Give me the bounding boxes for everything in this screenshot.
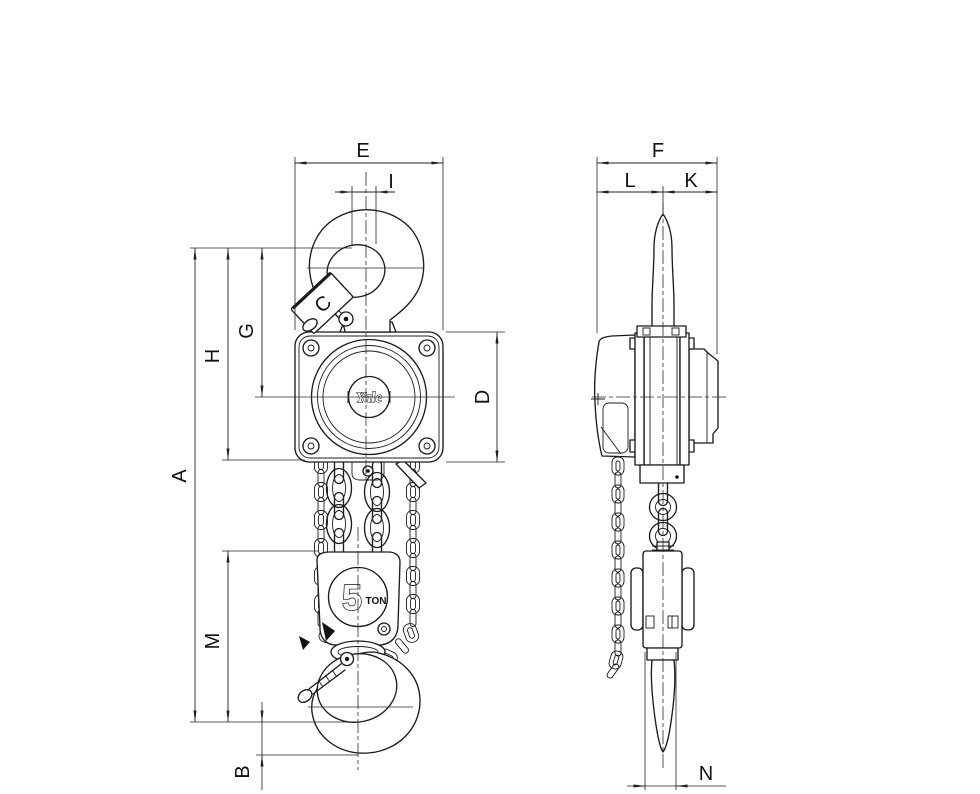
dim-label-H: H [202, 349, 224, 363]
top-hook: C [290, 209, 425, 334]
chain-anchor [299, 636, 310, 650]
frame-center [643, 332, 681, 466]
corner-screw [418, 339, 436, 357]
dimension-E: E [294, 140, 444, 330]
capacity-unit: TON [366, 596, 387, 607]
dimension-L: L [597, 170, 664, 213]
dimension-H: H [202, 248, 305, 461]
side-view: F L K N [591, 140, 726, 790]
block-screw [377, 622, 391, 636]
bottom-hook [297, 640, 421, 754]
dimension-A: A [169, 248, 197, 722]
dim-label-I: I [388, 171, 394, 193]
chain-anchor [322, 622, 335, 641]
dim-label-M: M [202, 633, 224, 650]
dim-label-D: D [472, 390, 494, 404]
dimension-F: F [596, 140, 718, 354]
hook-block-side [630, 550, 695, 661]
top-hook-side [636, 213, 687, 338]
corner-screw [418, 437, 436, 455]
brand-text: Yale [356, 390, 382, 406]
capacity-number: 5 [342, 577, 362, 618]
dim-label-E: E [356, 140, 369, 162]
dimension-K: K [663, 170, 717, 194]
dim-label-L: L [624, 170, 635, 192]
hook-latch-bottom [297, 651, 355, 704]
corner-screw [302, 339, 320, 357]
suspension-bracket [636, 325, 687, 338]
dimension-M: M [202, 550, 318, 722]
hook-block: 5 TON [299, 551, 401, 650]
chain-guide-bracket [351, 459, 427, 489]
dim-label-A: A [169, 469, 191, 483]
dimension-N: N [627, 652, 726, 790]
frame-plate [634, 332, 645, 466]
dimension-I: I [335, 171, 395, 246]
corner-screw [302, 437, 320, 455]
frame-plate [679, 332, 690, 466]
dimension-D: D [446, 331, 505, 463]
dim-label-B: B [232, 765, 254, 778]
hoist-body-side [591, 332, 719, 484]
hand-chain-side [605, 439, 626, 680]
hook-latch-top: C [290, 271, 354, 334]
dimension-G: G [236, 248, 264, 397]
dimension-B: B [232, 702, 358, 790]
stripper-arm [395, 459, 427, 489]
front-view: 5 TON [169, 140, 505, 790]
dim-label-G: G [236, 323, 258, 339]
gear-cover [688, 348, 719, 444]
chain-guide-block [639, 464, 685, 484]
dim-label-F: F [652, 140, 664, 162]
dim-label-N: N [699, 763, 713, 785]
dim-label-K: K [684, 170, 698, 192]
handwheel-cover [593, 334, 636, 458]
